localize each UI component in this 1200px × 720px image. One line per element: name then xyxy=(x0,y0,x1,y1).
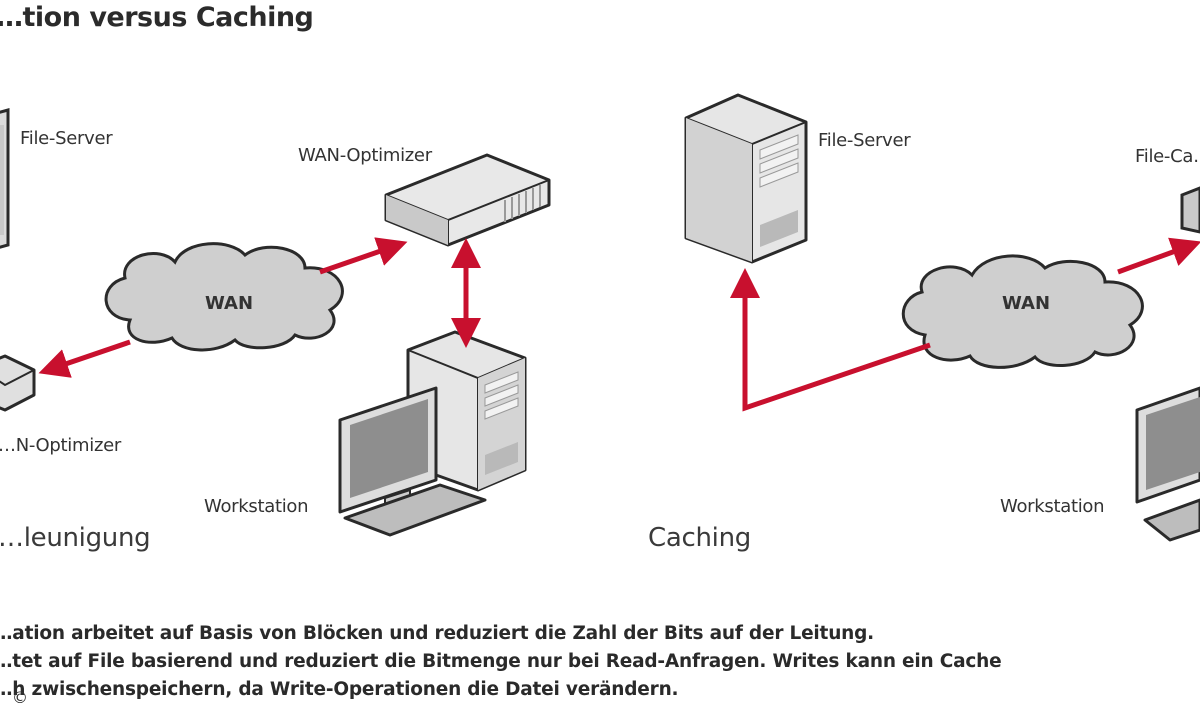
wan-optimizer-bottom-label: …N-Optimizer xyxy=(0,435,121,456)
caption-line-3: …h zwischenspeichern, da Write-Operation… xyxy=(0,679,679,700)
wan-optimizer-bottom-icon xyxy=(0,354,36,412)
left-file-server-label: File-Server xyxy=(20,128,113,149)
arrow-cloud-to-optimizer-bottom xyxy=(38,339,131,378)
left-file-server-icon xyxy=(0,108,10,249)
right-wan-cloud-icon xyxy=(901,254,1144,369)
diagram-title: …tion versus Caching xyxy=(0,2,314,33)
right-cloud-label: WAN xyxy=(1002,293,1051,314)
right-workstation-label: Workstation xyxy=(1000,496,1105,517)
right-section-label: Caching xyxy=(648,523,751,553)
left-workstation-icon xyxy=(338,330,527,537)
arrow-cloud-to-file-server xyxy=(730,268,931,412)
file-cache-icon xyxy=(1180,186,1200,234)
file-cache-label: File-Ca… xyxy=(1135,146,1200,167)
copyright-icon: © xyxy=(12,688,28,707)
caption: …ation arbeitet auf Basis von Blöcken un… xyxy=(0,620,1002,704)
left-workstation-label: Workstation xyxy=(204,496,309,517)
wan-optimizer-top-icon xyxy=(384,153,551,247)
right-workstation-icon xyxy=(1135,386,1200,542)
left-section-label: …leunigung xyxy=(0,523,151,553)
right-file-server-icon xyxy=(684,93,808,264)
caption-line-2: …tet auf File basierend und reduziert di… xyxy=(0,651,1002,672)
wan-optimizer-top-label: WAN-Optimizer xyxy=(298,145,432,166)
left-wan-cloud-icon xyxy=(104,242,344,352)
right-file-server-label: File-Server xyxy=(818,130,911,151)
caption-line-1: …ation arbeitet auf Basis von Blöcken un… xyxy=(0,623,875,644)
arrow-cloud-to-file-cache xyxy=(1117,237,1200,275)
arrow-cloud-to-optimizer-top xyxy=(319,237,408,275)
left-cloud-label: WAN xyxy=(205,293,254,314)
